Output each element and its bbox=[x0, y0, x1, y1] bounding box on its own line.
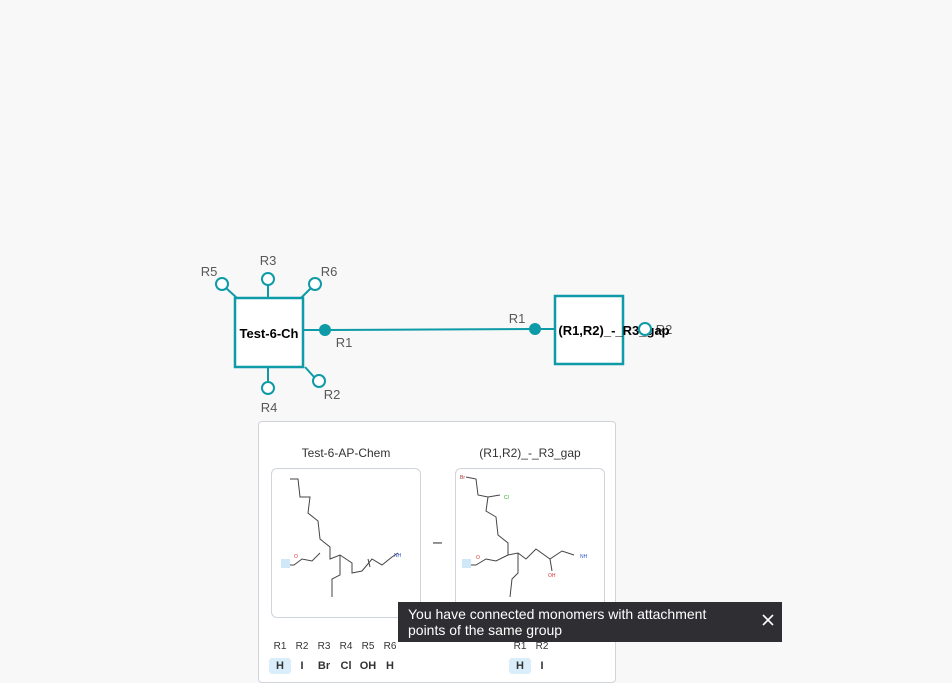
ap-left-r4-label: R4 bbox=[261, 400, 278, 415]
ap-left-r4[interactable] bbox=[261, 381, 275, 395]
monomer-right-box[interactable] bbox=[553, 294, 625, 366]
ap-name: R3 bbox=[317, 641, 331, 652]
sequence-canvas[interactable]: Test-6-Ch R1 R3 R5 R6 R4 R2 R1 R2 (R1,R2… bbox=[0, 0, 952, 666]
monomer-right-label: (R1,R2)_-_R3_gap bbox=[558, 323, 669, 338]
ap-value: OH bbox=[359, 660, 377, 672]
ap-name: R4 bbox=[339, 641, 353, 652]
left-oxygen-label: O bbox=[294, 554, 298, 560]
ap-left-r5[interactable] bbox=[215, 277, 229, 291]
monomer-left-label: Test-6-Ch bbox=[240, 326, 299, 341]
right-chlorine-label: Cl bbox=[504, 495, 509, 501]
ap-right-r1-label: R1 bbox=[509, 311, 526, 326]
ap-name: R1 bbox=[273, 641, 287, 652]
ap-name: R1 bbox=[513, 641, 527, 652]
ap-right-r2-label: R2 bbox=[656, 322, 673, 337]
ap-left-r3-label: R3 bbox=[260, 253, 277, 268]
right-attachment-highlight bbox=[462, 559, 471, 568]
monomer-left-box[interactable] bbox=[233, 296, 305, 369]
ap-left-r6[interactable] bbox=[308, 277, 322, 291]
toast-message: You have connected monomers with attachm… bbox=[408, 606, 707, 638]
ap-left-r2-label: R2 bbox=[324, 387, 341, 402]
right-structure-preview: Br Cl O NH OH bbox=[455, 468, 605, 618]
notification-toast: You have connected monomers with attachm… bbox=[398, 602, 782, 642]
ap-value: I bbox=[300, 660, 304, 672]
ap-value: Cl bbox=[340, 660, 352, 672]
ap-left-r3[interactable] bbox=[261, 272, 275, 286]
close-icon[interactable] bbox=[760, 612, 776, 628]
ap-name: R2 bbox=[535, 641, 549, 652]
right-structure-drawing: Br Cl O NH OH bbox=[460, 475, 588, 598]
ap-value: I bbox=[540, 660, 544, 672]
ap-right-r1[interactable] bbox=[529, 323, 541, 335]
ap-right-r2[interactable] bbox=[638, 322, 652, 336]
ap-value: H bbox=[269, 658, 291, 674]
bond-line[interactable] bbox=[325, 328, 536, 331]
right-nitrogen-label: NH bbox=[580, 554, 588, 560]
ap-value: Br bbox=[317, 660, 331, 672]
ap-name: R6 bbox=[383, 641, 397, 652]
ap-left-r1[interactable] bbox=[319, 324, 331, 336]
ap-left-r6-label: R6 bbox=[321, 264, 338, 279]
ap-name: R5 bbox=[361, 641, 375, 652]
left-attachment-highlight bbox=[281, 559, 290, 568]
left-monomer-title: Test-6-AP-Chem bbox=[301, 446, 391, 460]
left-structure-preview: O NH bbox=[271, 468, 421, 618]
ap-left-r1-label: R1 bbox=[336, 335, 353, 350]
ap-left-r2[interactable] bbox=[312, 374, 326, 388]
ap-left-r5-label: R5 bbox=[201, 264, 218, 279]
right-bromine-label: Br bbox=[460, 475, 465, 481]
left-structure-drawing: O NH bbox=[281, 478, 402, 597]
right-monomer-title: (R1,R2)_-_R3_gap bbox=[479, 446, 581, 460]
ap-value: H bbox=[386, 660, 394, 672]
separator-dash: – bbox=[433, 534, 442, 551]
ap-value: H bbox=[509, 658, 531, 674]
left-nitrogen-label: NH bbox=[394, 553, 402, 559]
right-oxygen-label: O bbox=[476, 555, 480, 561]
connection-preview-panel: Test-6-AP-Chem (R1,R2)_-_R3_gap O NH – bbox=[258, 421, 616, 683]
right-hydroxyl-label: OH bbox=[548, 573, 556, 579]
ap-name: R2 bbox=[295, 641, 309, 652]
